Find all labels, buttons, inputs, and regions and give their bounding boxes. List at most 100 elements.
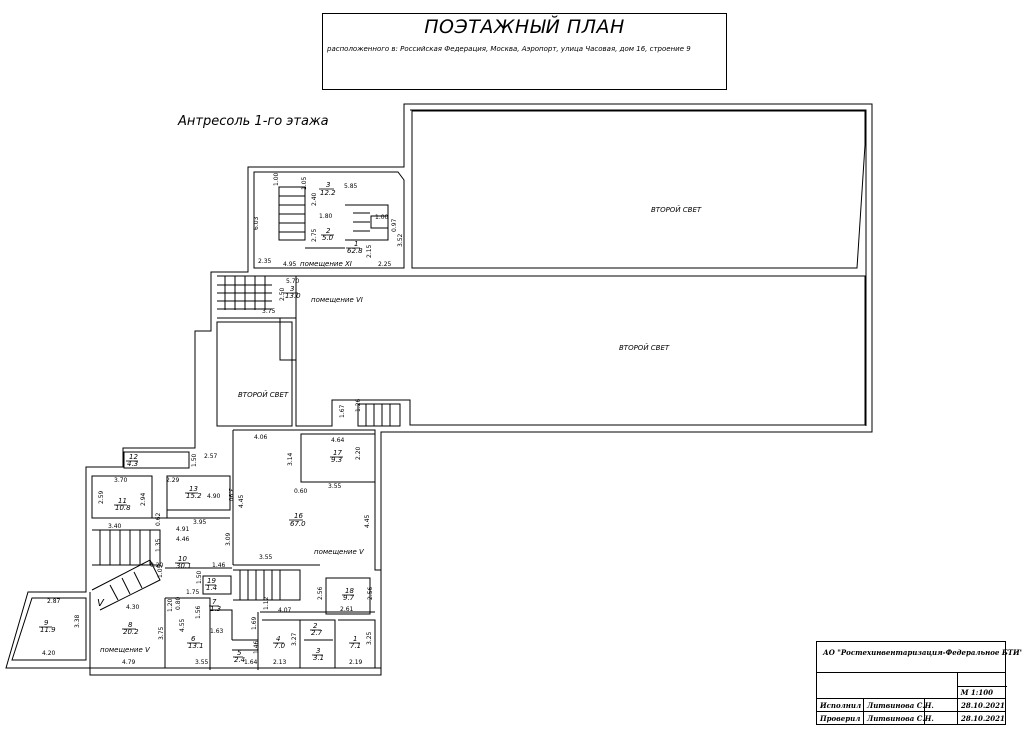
room-area: 4.3 [127, 460, 138, 468]
premises-v-label-left: помещение V [100, 646, 151, 654]
dimension: 1.56 [195, 605, 202, 619]
dimension: 3.55 [259, 554, 273, 561]
room-labels: 3 12.2 2 5.0 1 62.8 3 13.0 12 4.3 13 15.… [40, 181, 363, 664]
dimension: 1.46 [212, 562, 226, 569]
room-number: 3 [316, 647, 320, 655]
premises-v-label-center: помещение V [314, 548, 365, 556]
room-number: 9 [44, 619, 49, 627]
room-number: 5 [237, 649, 242, 657]
dimension: 1.63 [210, 628, 224, 635]
room-number: 7 [212, 598, 217, 606]
dimension: 3.25 [366, 631, 373, 645]
dimension: 4.07 [278, 607, 292, 614]
room-number: 17 [333, 449, 342, 457]
dimension: 3.55 [195, 659, 209, 666]
dimension: 3.70 [114, 477, 128, 484]
dimension: 4.45 [238, 494, 245, 508]
room-9-walls [11, 597, 87, 661]
premises-xi-label: помещение XI [300, 260, 352, 268]
room-area: 20.2 [123, 628, 139, 636]
dimension: 3.52 [397, 233, 404, 247]
dimension: 2.87 [47, 598, 61, 605]
dimension: 2.13 [273, 659, 287, 666]
dimension: 1.35 [155, 538, 162, 552]
dimension: 5.85 [344, 183, 358, 190]
premises-v-mark: V [97, 598, 105, 609]
dimension: 3.95 [193, 519, 207, 526]
room-number: 10 [178, 555, 187, 563]
room-number: 1 [354, 240, 358, 248]
dimension: 4.20 [42, 650, 56, 657]
dimension: 2.15 [366, 244, 373, 258]
room-number: 13 [189, 485, 198, 493]
room-number: 8 [128, 621, 133, 629]
dimension: 2.20 [355, 446, 362, 460]
room-area: 3.1 [313, 654, 324, 662]
dimension: 2.25 [378, 261, 392, 268]
plan-address: расположенного в: Российская Федерация, … [327, 45, 691, 53]
room-number: 6 [191, 635, 196, 643]
void-area-left [216, 321, 293, 427]
room-area: 7.1 [350, 642, 361, 650]
dimension: 2.29 [166, 477, 180, 484]
room-area: 1.3 [210, 605, 221, 613]
dimension-labels: 5.85 1.00 1.05 6.03 2.40 1.80 2.75 2.15 … [42, 172, 404, 666]
dimension: 4.30 [126, 604, 140, 611]
room-number: 3 [290, 285, 294, 293]
dimension: 3.55 [328, 483, 342, 490]
dimension: 1.12 [263, 596, 270, 610]
dimension: 1.00 [273, 172, 280, 186]
dimension: 1.67 [339, 404, 346, 418]
stamp-checker-label: Проверил [820, 714, 861, 723]
dimension: 3.09 [225, 532, 232, 546]
left-wing-walls [90, 451, 381, 676]
room-number: 19 [207, 577, 216, 585]
outer-walls [5, 103, 873, 676]
stamp-divider [957, 672, 958, 724]
dimension: 4.55 [179, 618, 186, 632]
premises-vi-walls [217, 275, 297, 426]
dimension: 1.69 [251, 616, 258, 630]
dimension: 1.46 [253, 640, 260, 654]
room-number: 4 [276, 635, 280, 643]
room-area: 1.4 [206, 584, 217, 592]
void-label-top: ВТОРОЙ СВЕТ [651, 205, 702, 214]
dimension: 1.00 [375, 214, 389, 221]
dimension: 2.94 [140, 492, 147, 506]
room-area: 15.2 [186, 492, 202, 500]
dimension: 4.91 [176, 526, 190, 533]
stair-small [357, 403, 401, 427]
room-number: 16 [294, 512, 303, 520]
dimension: 2.50 [279, 287, 286, 301]
stamp-checker-name: Литвинова С.Н. [867, 714, 934, 723]
stamp-executor-date: 28.10.2021 [961, 701, 1005, 710]
premises-xi-walls [253, 171, 405, 269]
room-area: 30.1 [176, 562, 192, 570]
room-area: 9.7 [343, 594, 355, 602]
room-area: 7.0 [274, 642, 286, 650]
dimension: 1.05 [157, 564, 164, 578]
dimension: 4.45 [364, 514, 371, 528]
stamp-divider [817, 672, 1005, 673]
dimension: 6.03 [253, 216, 260, 230]
dimension: 1.75 [186, 589, 200, 596]
dimension: 1.64 [244, 659, 258, 666]
dimension: 3.38 [74, 614, 81, 628]
premises-v-walls [232, 429, 381, 669]
room-number: 2 [326, 227, 331, 235]
dimension: 3.14 [287, 452, 294, 466]
stamp-row-checker: Проверил Литвинова С.Н. 28.10.2021 [817, 711, 1005, 725]
room-area: 13.1 [188, 642, 204, 650]
room-number: 18 [345, 587, 354, 595]
dimension: 0.20 [150, 562, 164, 569]
stamp-divider [924, 699, 925, 724]
void-label-middle: ВТОРОЙ СВЕТ [619, 343, 670, 352]
dimension: 0.60 [294, 488, 308, 495]
room-area: 5.0 [322, 234, 334, 242]
dimension: 0.80 [175, 596, 182, 610]
stamp-divider [957, 686, 1007, 687]
room-area-underlines [39, 188, 360, 658]
room-number: 12 [129, 453, 138, 461]
dimension: 2.40 [311, 192, 318, 206]
dimension: 2.75 [311, 228, 318, 242]
